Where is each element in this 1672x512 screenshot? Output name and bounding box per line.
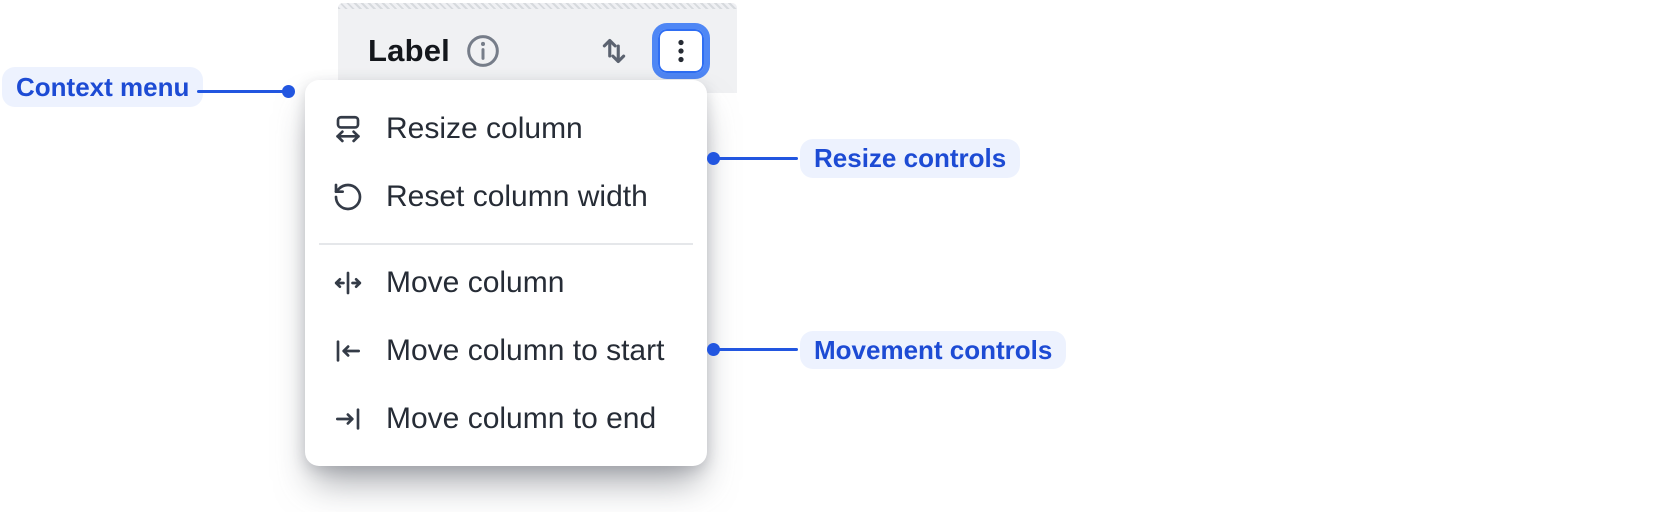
reset-width-icon	[329, 181, 366, 213]
annotation-connector-line	[197, 90, 284, 93]
menu-item-label: Move column	[386, 266, 565, 299]
annotation-connector-dot	[707, 343, 720, 356]
cropped-edge-hatch	[338, 3, 737, 9]
annotation-connector-line	[716, 157, 798, 160]
menu-item-label: Move column to end	[386, 402, 657, 435]
annotation-connector-line	[716, 348, 798, 351]
info-icon[interactable]	[463, 31, 503, 71]
column-menu-button[interactable]	[652, 23, 710, 79]
annotation-resize-controls: Resize controls	[800, 139, 1021, 178]
menu-item-move-column-to-end[interactable]: Move column to end	[305, 385, 707, 453]
kebab-menu-icon	[666, 36, 696, 66]
resize-horizontal-icon	[329, 113, 366, 145]
sort-arrows-icon[interactable]	[597, 34, 631, 68]
context-menu: Resize column Reset column width Move co…	[305, 80, 707, 466]
menu-item-resize-column[interactable]: Resize column	[305, 95, 707, 163]
menu-divider	[319, 243, 693, 245]
menu-item-move-column-to-start[interactable]: Move column to start	[305, 317, 707, 385]
menu-item-label: Reset column width	[386, 180, 648, 213]
annotation-connector-dot	[707, 152, 720, 165]
column-header: Label	[338, 3, 737, 93]
annotation-connector-dot	[282, 85, 295, 98]
move-to-start-icon	[329, 335, 366, 367]
menu-item-label: Move column to start	[386, 334, 665, 367]
annotation-context-menu: Context menu	[2, 67, 204, 107]
menu-item-label: Resize column	[386, 112, 583, 145]
move-column-icon	[329, 267, 366, 299]
column-header-row: Label	[338, 9, 737, 93]
annotation-movement-controls: Movement controls	[800, 331, 1067, 369]
column-title: Label	[368, 33, 450, 68]
move-to-end-icon	[329, 403, 366, 435]
menu-item-move-column[interactable]: Move column	[305, 249, 707, 317]
menu-item-reset-column-width[interactable]: Reset column width	[305, 163, 707, 231]
